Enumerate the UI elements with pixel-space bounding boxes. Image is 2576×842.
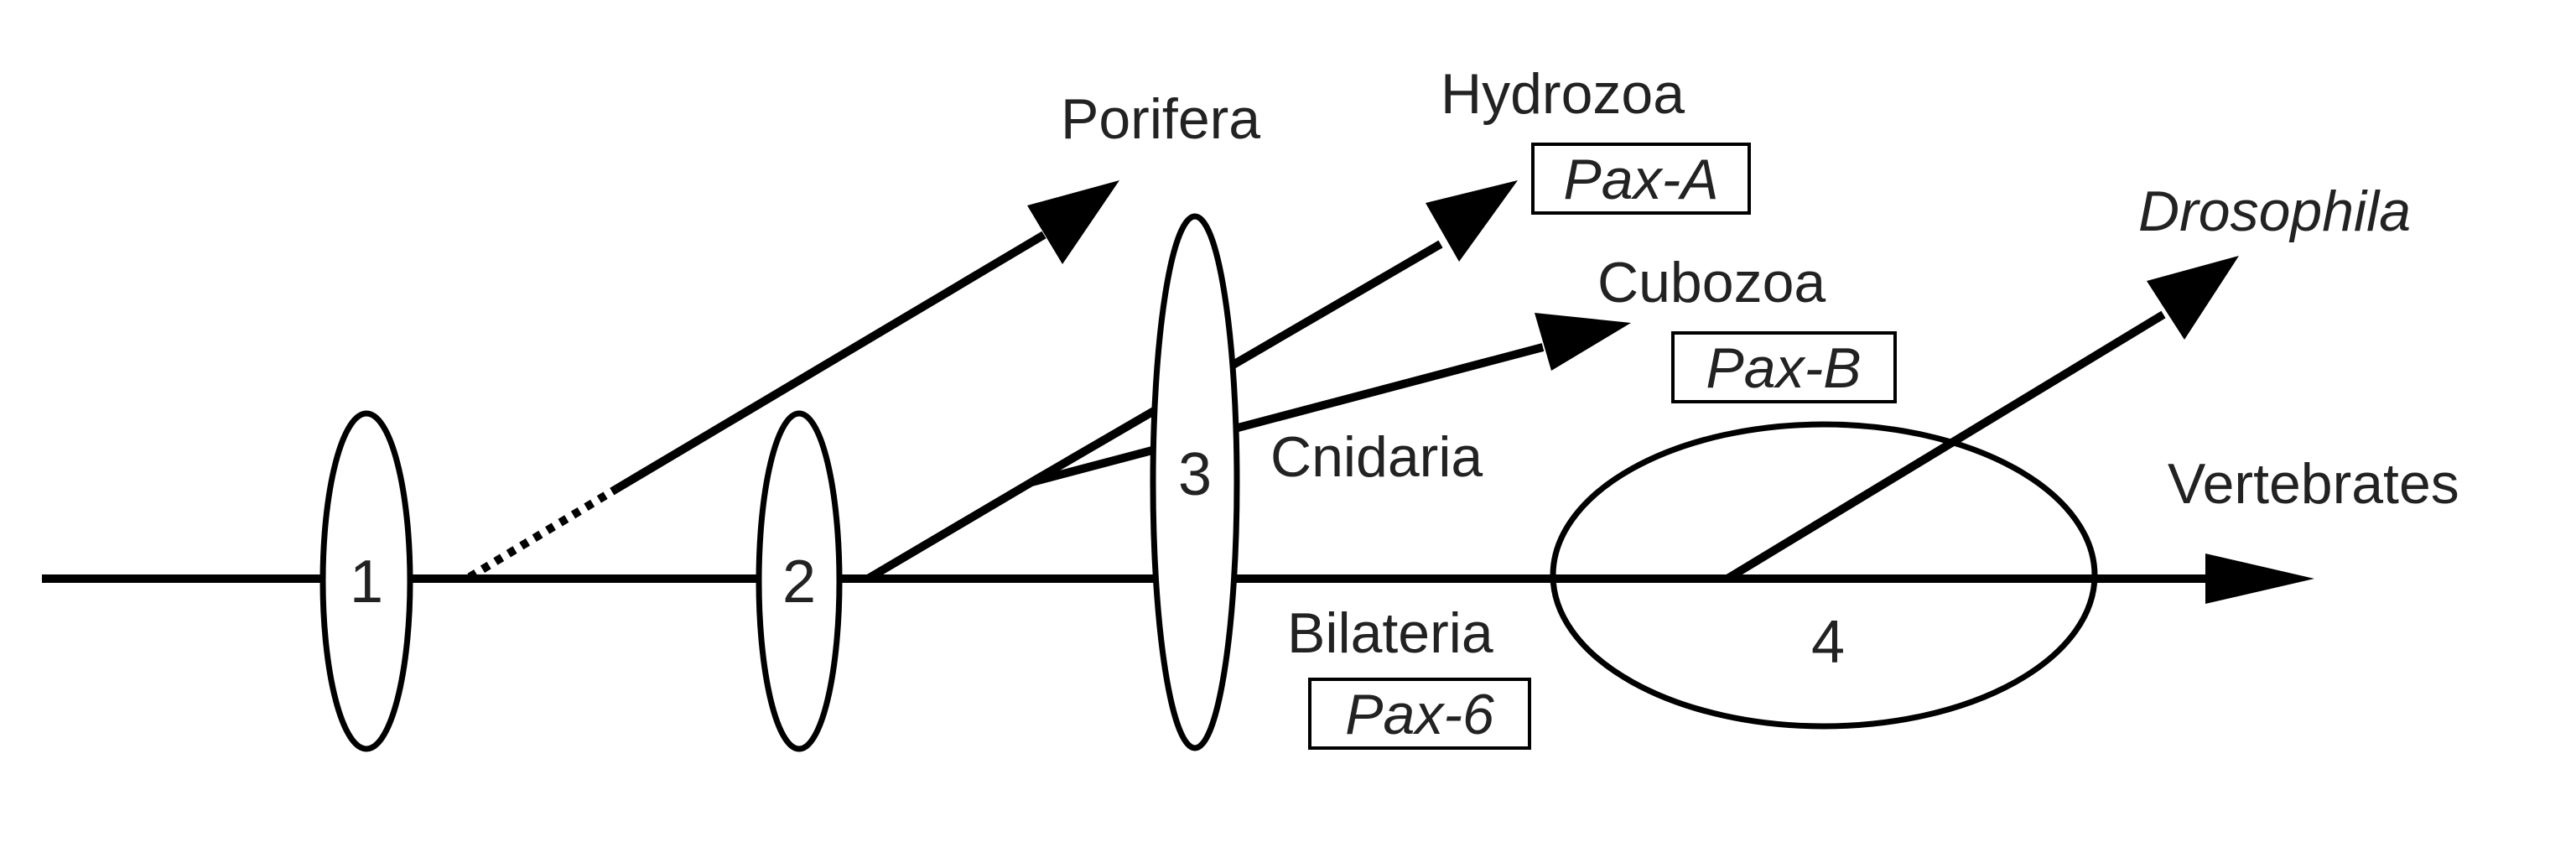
porifera-branch-line — [614, 231, 1046, 493]
bilateria-label: Bilateria — [1287, 601, 1493, 665]
porifera-dotted-segment — [467, 485, 619, 581]
node-3-label: 3 — [1178, 441, 1212, 508]
porifera-label: Porifera — [1061, 87, 1260, 151]
porifera-arrowhead — [1027, 180, 1119, 264]
node-3-ellipse — [1150, 213, 1240, 751]
drosophila-arrowhead — [2147, 256, 2239, 340]
vertebrates-label: Vertebrates — [2168, 452, 2459, 516]
pax-b-box — [1671, 331, 1897, 403]
node-1-ellipse — [319, 410, 413, 752]
node-4-ellipse — [1550, 421, 2098, 730]
drosophila-label: Drosophila — [2138, 179, 2411, 243]
node-1-label: 1 — [350, 548, 383, 616]
pax-6-label: Pax-6 — [1345, 683, 1494, 746]
drosophila-branch-line — [1725, 310, 2166, 583]
vertebrates-arrowhead — [2205, 554, 2314, 604]
cnidaria-label: Cnidaria — [1270, 425, 1483, 489]
cnidaria-stem-line — [865, 478, 1034, 583]
hydrozoa-branch-line — [1029, 240, 1443, 486]
pax-a-box — [1531, 143, 1751, 215]
cubozoa-label: Cubozoa — [1597, 251, 1826, 314]
pax-a-label: Pax-A — [1563, 148, 1718, 211]
cubozoa-arrowhead — [1535, 313, 1631, 371]
cubozoa-branch-line — [1030, 343, 1545, 486]
node-4-label: 4 — [1811, 609, 1845, 676]
hydrozoa-label: Hydrozoa — [1441, 62, 1685, 126]
node-2-label: 2 — [782, 548, 816, 616]
pax-6-box — [1308, 678, 1531, 750]
pax-b-label: Pax-B — [1706, 336, 1861, 400]
node-2-ellipse — [756, 410, 843, 752]
hydrozoa-arrowhead — [1426, 180, 1518, 262]
